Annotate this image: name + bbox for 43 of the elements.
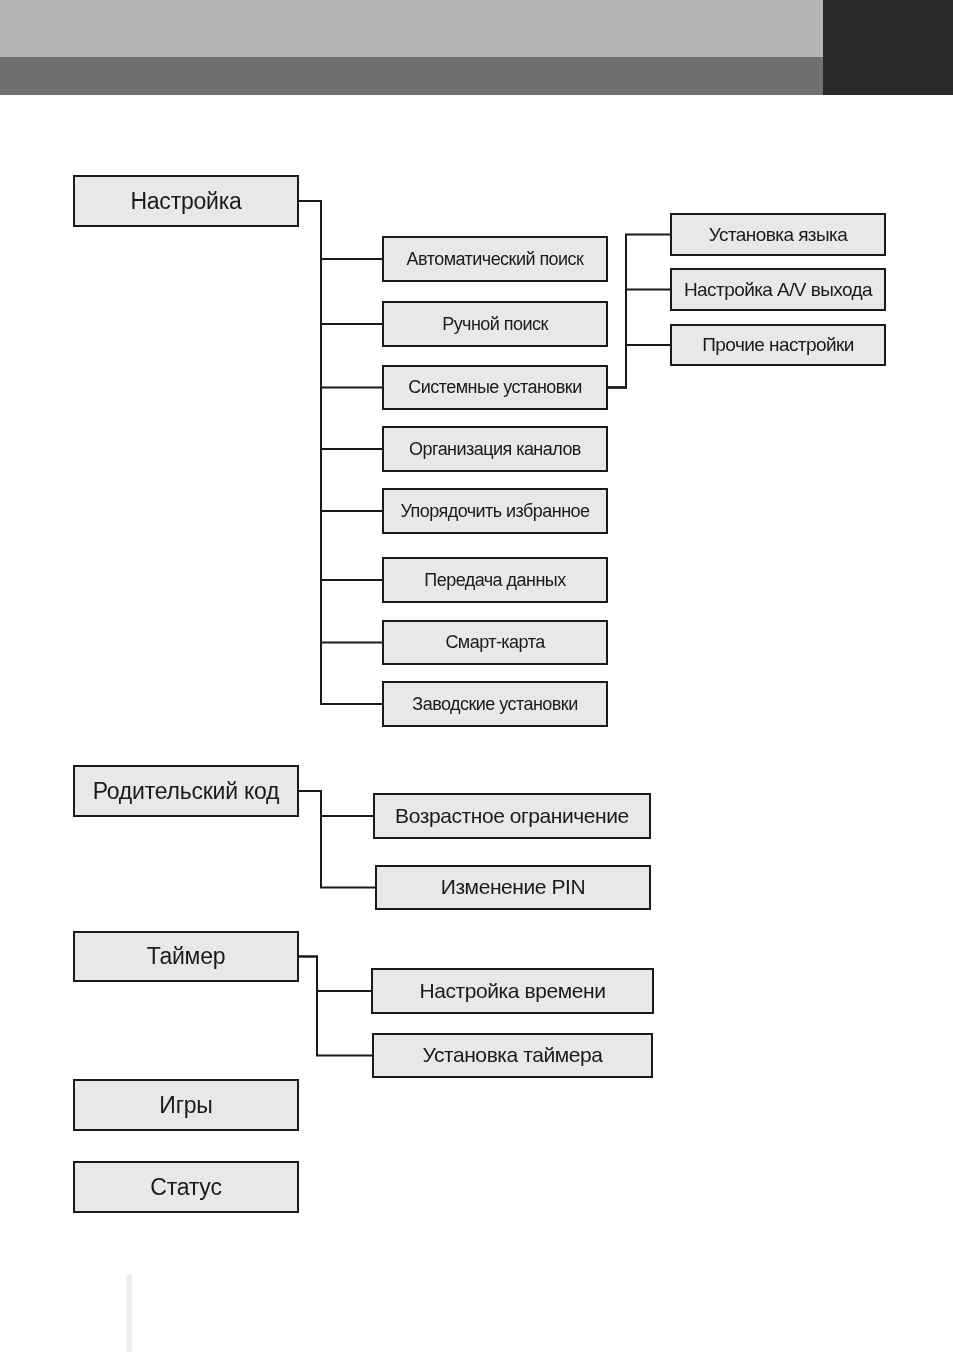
menu-box bbox=[382, 365, 608, 410]
menu-label: Упорядочить избранное bbox=[400, 499, 590, 523]
menu-label: Прочие настройки bbox=[702, 333, 854, 357]
menu-box bbox=[375, 865, 651, 910]
menu-label: Установка таймера bbox=[422, 1042, 603, 1069]
menu-box bbox=[73, 931, 299, 982]
menu-label: Возрастное ограничение bbox=[395, 802, 629, 829]
menu-label: Таймер bbox=[146, 942, 226, 971]
menu-box bbox=[371, 968, 654, 1014]
menu-label: Автоматический поиск bbox=[406, 247, 584, 271]
menu-label: Настройка A/V выхода bbox=[683, 277, 873, 302]
menu-box bbox=[73, 1161, 299, 1213]
menu-box bbox=[670, 268, 886, 311]
menu-label: Изменение PIN bbox=[440, 874, 586, 901]
menu-box bbox=[382, 620, 608, 665]
menu-label: Передача данных bbox=[424, 568, 566, 592]
menu-box bbox=[372, 1033, 653, 1078]
menu-label: Смарт-карта bbox=[445, 631, 545, 654]
menu-label: Заводские установки bbox=[412, 692, 578, 716]
menu-label: Игры bbox=[159, 1090, 213, 1120]
connector-line bbox=[607, 344, 671, 389]
menu-box bbox=[373, 793, 651, 839]
menu-label: Организация каналов bbox=[409, 437, 581, 461]
menu-box bbox=[670, 213, 886, 256]
menu-label: Настройка времени bbox=[419, 977, 606, 1004]
menu-label: Статус bbox=[150, 1172, 222, 1202]
menu-box bbox=[73, 175, 299, 227]
connector-line bbox=[298, 955, 373, 1057]
menu-label: Ручной поиск bbox=[442, 312, 548, 336]
menu-box bbox=[382, 301, 608, 347]
menu-box bbox=[73, 1079, 299, 1131]
menu-label: Установка языка bbox=[708, 222, 848, 247]
menu-box bbox=[382, 426, 608, 472]
menu-box bbox=[670, 324, 886, 366]
menu-label: Настройка bbox=[130, 186, 242, 216]
menu-box bbox=[382, 557, 608, 603]
menu-box bbox=[382, 488, 608, 534]
menu-box bbox=[382, 681, 608, 727]
menu-box bbox=[73, 765, 299, 817]
menu-label: Системные установки bbox=[408, 376, 582, 399]
menu-box bbox=[382, 236, 608, 282]
connector-line bbox=[298, 790, 376, 889]
menu-label: Родительский код bbox=[92, 776, 280, 806]
